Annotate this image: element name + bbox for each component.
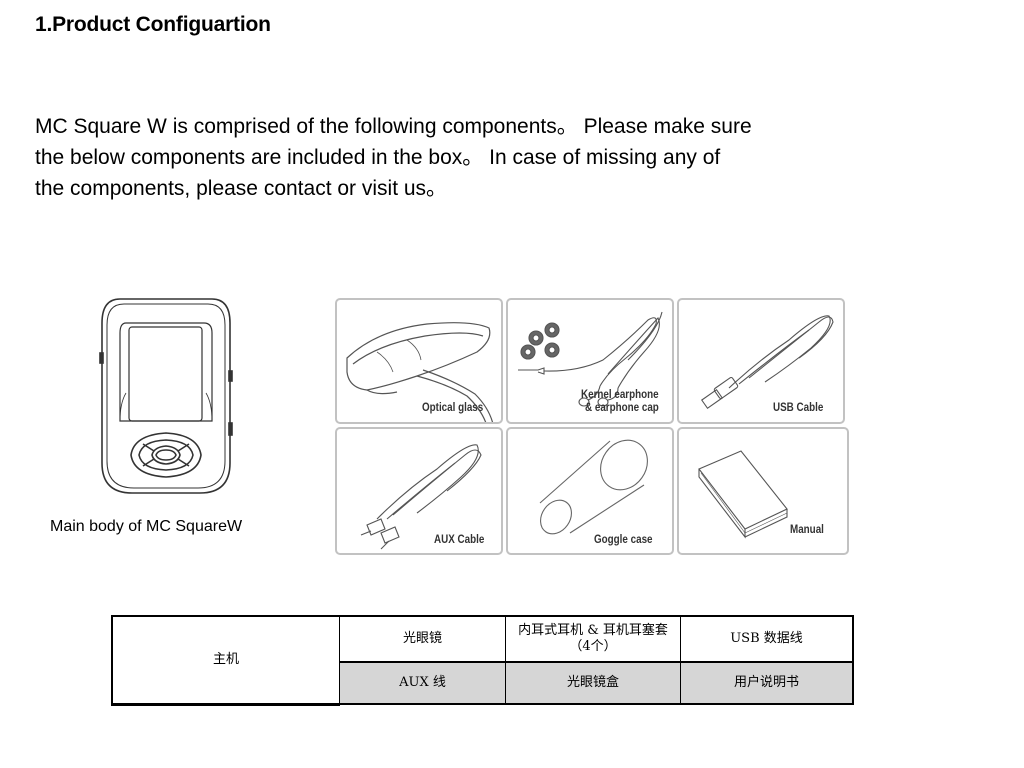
table-cell-main-body: 主机	[111, 615, 340, 706]
components-table: 主机 光眼镜 内耳式耳机 & 耳机耳塞套（4个） USB 数据线 AUX 线 光…	[111, 615, 854, 706]
aux-cable-icon	[360, 444, 482, 550]
page-heading: 1.Product Configuartion	[35, 13, 271, 36]
table-cell: 光眼镜盒	[505, 661, 681, 705]
aux-cable-label: AUX Cable	[434, 532, 485, 546]
components-grid: Optical glass Kernel earphone & earphone…	[333, 296, 851, 558]
intro-line-3: the components, please contact or visit …	[35, 177, 448, 200]
optical-glass-label: Optical glass	[422, 400, 484, 414]
usb-cable-cell: USB Cable	[677, 298, 845, 424]
goggle-case-icon	[539, 439, 648, 535]
goggle-case-label: Goggle case	[594, 532, 653, 546]
goggle-case-cell: Goggle case	[506, 427, 674, 555]
manual-cell: Manual	[677, 427, 849, 555]
intro-line-2: the below components are included in the…	[35, 146, 721, 169]
device-caption: Main body of MC SquareW	[50, 518, 243, 535]
main-body-device-image	[99, 298, 233, 494]
usb-cable-label: USB Cable	[773, 400, 824, 414]
kernel-earphone-icon	[518, 311, 663, 407]
table-row: 主机 光眼镜 内耳式耳机 & 耳机耳塞套（4个） USB 数据线	[111, 615, 854, 706]
optical-glass-icon	[346, 322, 494, 422]
table-cell: USB 数据线	[680, 615, 854, 663]
kernel-earphone-label-2: & earphone cap	[585, 400, 659, 414]
table-cell: 内耳式耳机 & 耳机耳塞套（4个）	[505, 615, 681, 663]
kernel-earphone-cell: Kernel earphone & earphone cap	[506, 298, 674, 424]
table-cell: 用户说明书	[680, 661, 854, 705]
intro-paragraph: MC Square W is comprised of the followin…	[35, 111, 855, 204]
table-row: AUX 线 光眼镜盒 用户说明书	[112, 661, 854, 705]
manual-icon	[698, 450, 788, 539]
usb-cable-icon	[700, 315, 834, 410]
table-cell: AUX 线	[339, 661, 506, 705]
table-cell: 光眼镜	[339, 615, 506, 663]
kernel-earphone-label-1: Kernel earphone	[581, 387, 659, 401]
optical-glass-cell: Optical glass	[335, 298, 503, 424]
manual-label: Manual	[790, 522, 824, 536]
aux-cable-cell: AUX Cable	[335, 427, 503, 555]
intro-line-1: MC Square W is comprised of the followin…	[35, 115, 752, 138]
